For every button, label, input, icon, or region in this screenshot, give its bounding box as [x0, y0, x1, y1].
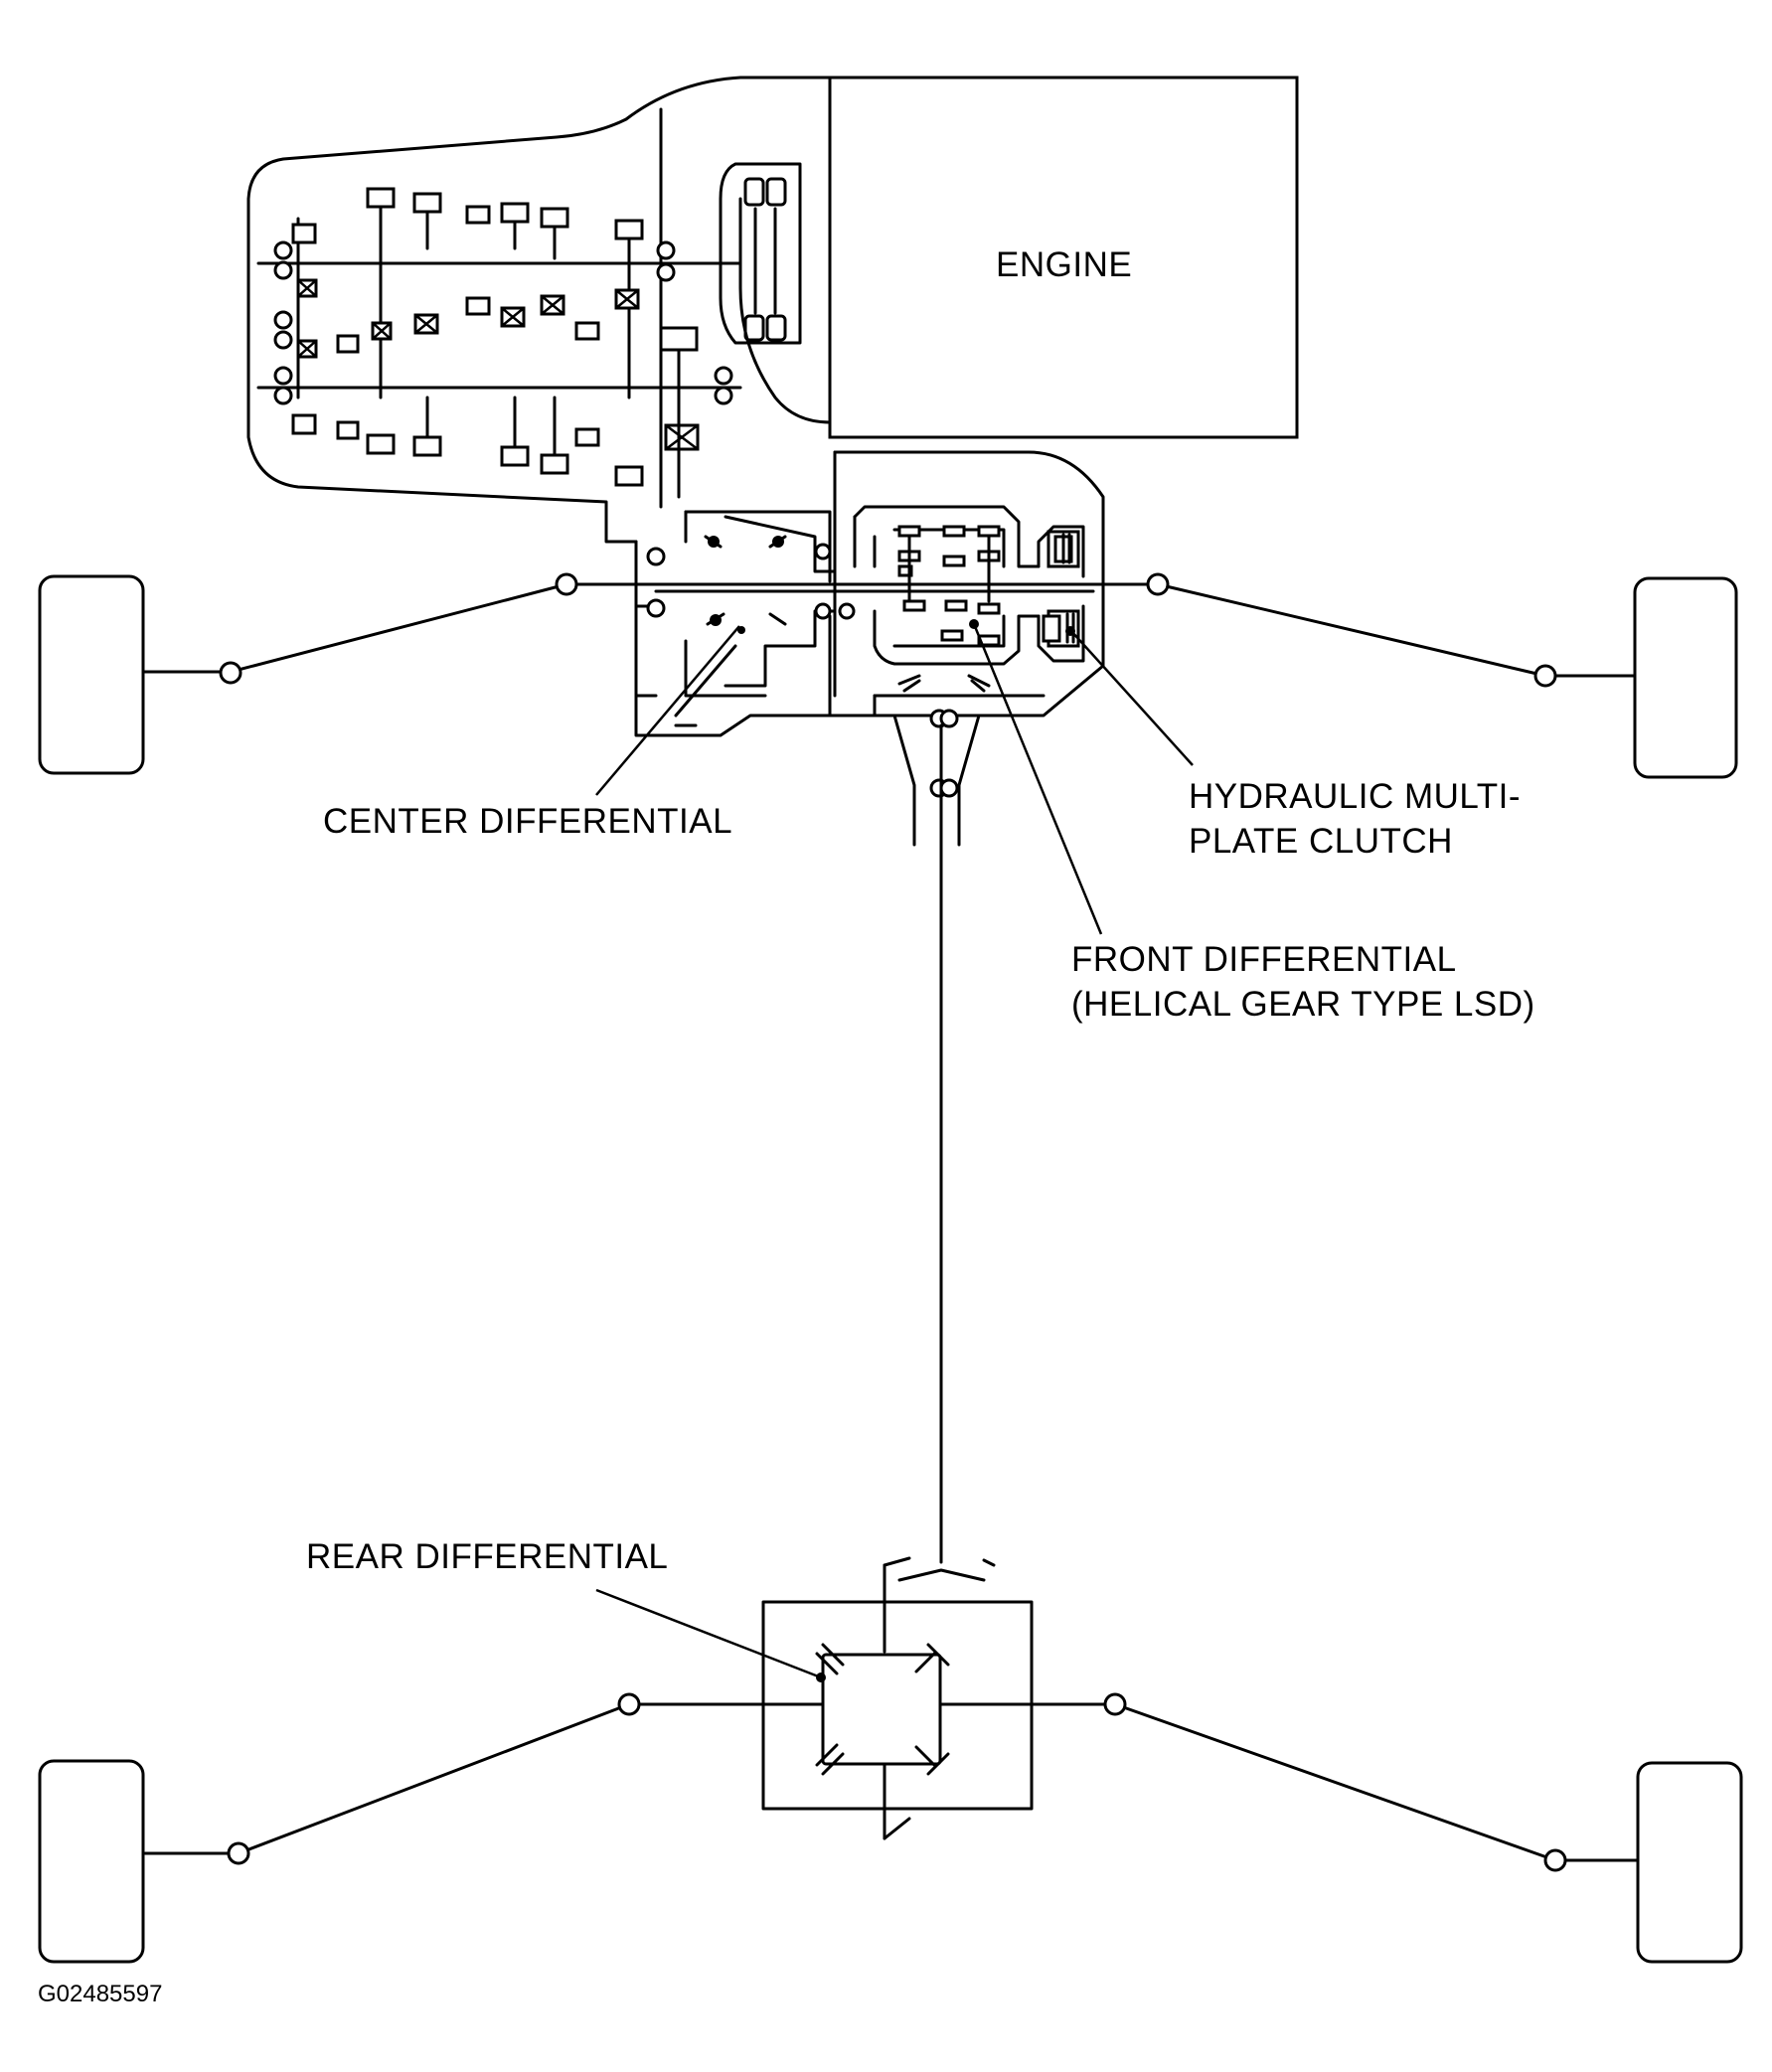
rear-differential-label: REAR DIFFERENTIAL: [306, 1537, 668, 1576]
front-differential-label-line2: (HELICAL GEAR TYPE LSD): [1071, 985, 1535, 1024]
rear-left-wheel: [38, 1759, 145, 1964]
front-right-wheel: [1633, 576, 1738, 779]
rear-differential: [761, 1556, 1034, 1840]
rear-cv-joints: [227, 1692, 1567, 1872]
leader-lines: [595, 623, 1194, 1679]
front-left-wheel: [38, 574, 145, 775]
center-differential-gears: [704, 535, 787, 634]
rear-axle: [143, 1702, 1640, 1862]
transmission-housing: [246, 76, 1105, 847]
hydraulic-clutch-label-line1: HYDRAULIC MULTI-: [1189, 777, 1521, 816]
front-cv-joints: [219, 572, 1557, 688]
front-differential-gears: [897, 525, 1001, 693]
engine-label: ENGINE: [996, 245, 1132, 284]
front-differential-label-line1: FRONT DIFFERENTIAL: [1071, 940, 1457, 979]
gearbox-internals: [256, 187, 959, 798]
engine-block: ENGINE: [828, 76, 1299, 439]
rear-right-wheel: [1636, 1761, 1743, 1964]
hydraulic-clutch: [1042, 530, 1080, 648]
center-differential-label: CENTER DIFFERENTIAL: [323, 802, 732, 841]
callout-labels: CENTER DIFFERENTIAL HYDRAULIC MULTI- PLA…: [38, 777, 1535, 2007]
figure-code: G02485597: [38, 1981, 162, 2007]
hydraulic-clutch-label-line2: PLATE CLUTCH: [1189, 822, 1453, 861]
